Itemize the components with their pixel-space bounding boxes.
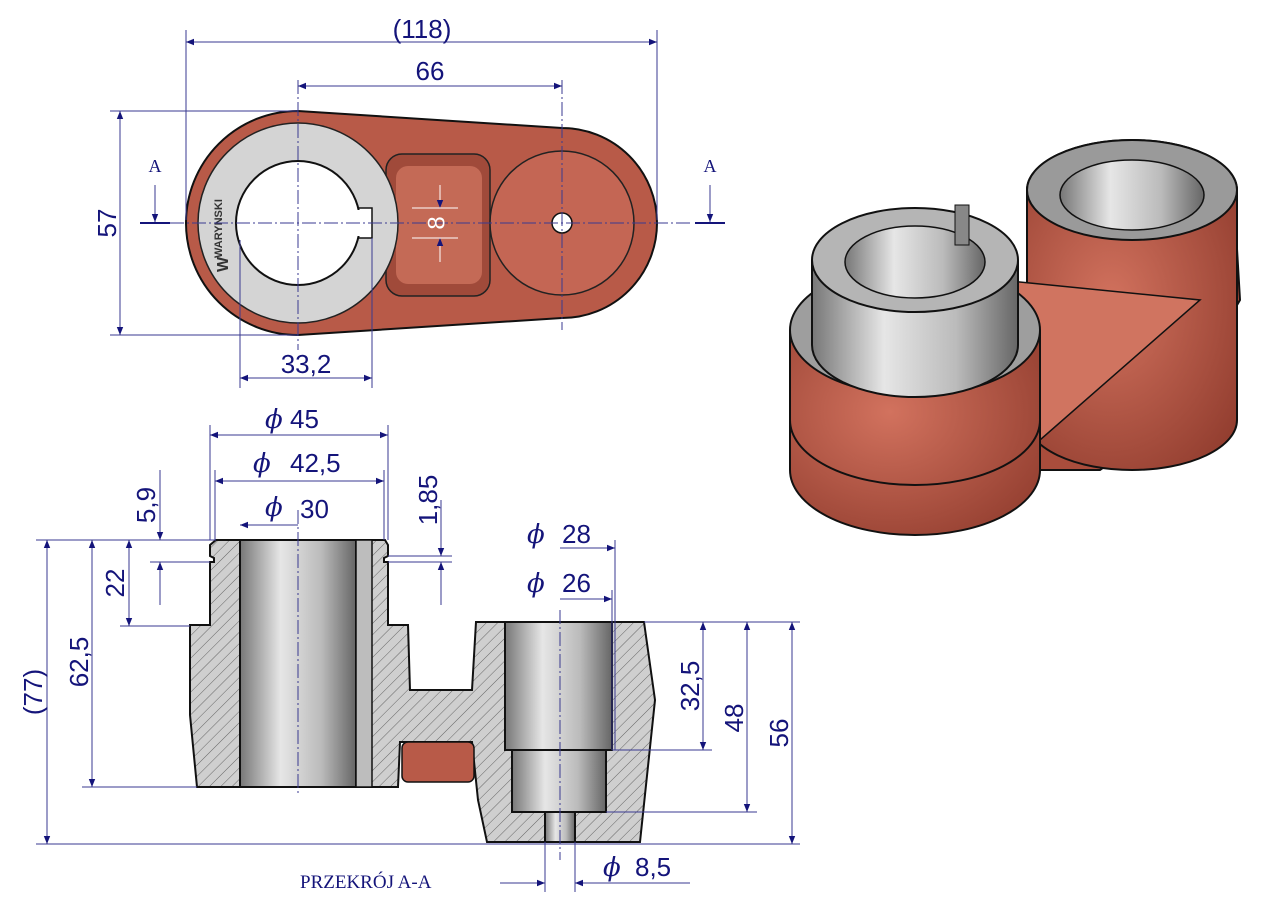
isometric-view xyxy=(789,139,1242,536)
dim-h1-85: 1,85 xyxy=(413,475,443,526)
right-bore-step xyxy=(511,749,607,813)
svg-text:A: A xyxy=(149,156,162,176)
dim-h22: 22 xyxy=(100,569,130,598)
cast-web xyxy=(401,741,475,783)
dim-center-distance: 66 xyxy=(416,56,445,86)
dim-d26: 26 xyxy=(562,568,591,598)
dim-h77: (77) xyxy=(18,669,48,715)
diameter-symbol: ϕ xyxy=(265,493,283,523)
dim-h56: 56 xyxy=(764,719,794,748)
dim-h32-5: 32,5 xyxy=(675,661,705,712)
diameter-symbol: ϕ xyxy=(527,569,545,599)
diameter-symbol: ϕ xyxy=(265,405,283,435)
svg-text:A: A xyxy=(704,156,717,176)
dim-d28: 28 xyxy=(562,519,591,549)
dim-d42-5: 42,5 xyxy=(290,448,341,478)
dim-height: 57 xyxy=(92,209,122,238)
section-marker-left: A xyxy=(140,156,170,224)
logo-text: WARYNSKI xyxy=(213,199,225,258)
dim-h62-5: 62,5 xyxy=(64,637,94,688)
left-liner xyxy=(355,539,373,788)
dim-d8-5: 8,5 xyxy=(635,852,671,882)
dim-overall-length: (118) xyxy=(393,14,452,44)
dim-d30: 30 xyxy=(300,494,329,524)
dim-h48: 48 xyxy=(719,704,749,733)
section-view: ϕ 45 ϕ 42,5 ϕ 30 5,9 22 62,5 (77) 1,85 xyxy=(18,404,800,893)
dim-h5-9: 5,9 xyxy=(131,487,161,523)
top-view: WARYNSKI W (118) 66 57 33,2 8 A xyxy=(92,14,725,388)
diameter-symbol: ϕ xyxy=(603,853,621,883)
section-title: PRZEKRÓJ A-A xyxy=(300,871,432,893)
diameter-symbol: ϕ xyxy=(253,449,271,479)
diameter-symbol: ϕ xyxy=(527,520,545,550)
dim-keyway-width: 33,2 xyxy=(281,349,332,379)
right-bore xyxy=(504,621,613,751)
section-marker-right: A xyxy=(695,156,725,224)
dim-d45: 45 xyxy=(290,404,319,434)
dim-slot-width: 8 xyxy=(423,216,450,229)
left-bore xyxy=(239,539,357,788)
logo-mark: W xyxy=(215,256,232,272)
